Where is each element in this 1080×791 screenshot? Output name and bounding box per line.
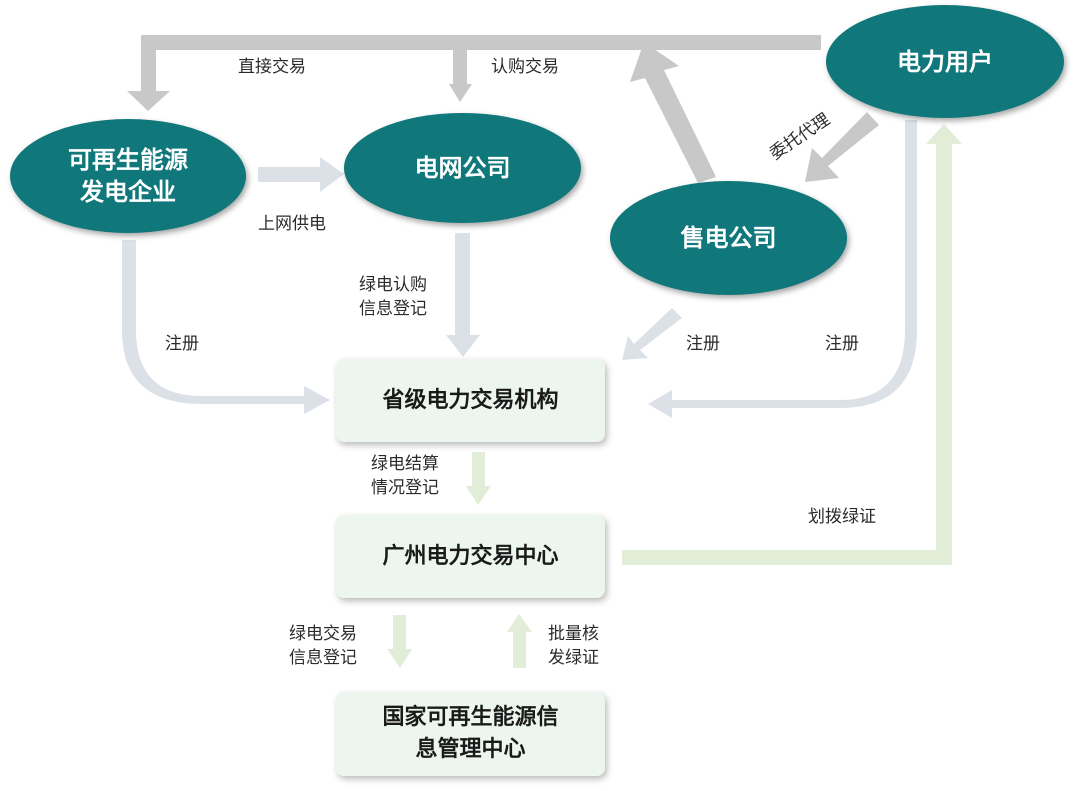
- label-entrust-agent: 委托代理: [766, 109, 834, 165]
- user-register-curve: [672, 120, 917, 408]
- allocate-cert-arrowhead: [926, 124, 962, 144]
- node-guangzhou-center[interactable]: 广州电力交易中心: [336, 515, 605, 598]
- node-renewable-generator[interactable]: 可再生能源 发电企业: [10, 119, 246, 233]
- register-arrows: [122, 120, 917, 418]
- label-trade-info-register: 绿电交易 信息登记: [289, 624, 357, 668]
- top-trade-bar: [141, 35, 821, 50]
- batch-cert-arrowhead: [507, 614, 532, 632]
- subscribe-trade-arrowhead: [449, 84, 472, 102]
- gen-register-arrowhead: [304, 386, 330, 414]
- label-direct-trade: 直接交易: [238, 57, 306, 77]
- node-power-user[interactable]: 电力用户: [826, 5, 1064, 118]
- subscribe-trade-shaft: [453, 42, 467, 86]
- grid-to-exchange-arrowhead: [446, 335, 480, 357]
- batch-cert-shaft: [513, 630, 526, 668]
- direct-trade-arrowhead: [127, 91, 170, 111]
- settlement-shaft: [472, 452, 485, 488]
- label-grid-supply: 上网供电: [258, 214, 326, 234]
- trade-arrows: [127, 35, 879, 183]
- grid-to-exchange-shaft: [455, 233, 470, 337]
- retail-to-trade-arrow: [630, 42, 716, 183]
- node-grid-company[interactable]: 电网公司: [344, 113, 581, 223]
- user-register-arrowhead: [648, 390, 672, 418]
- allocate-cert-bottom: [622, 550, 952, 565]
- label-register-retail: 注册: [686, 334, 720, 354]
- trade-info-arrowhead: [387, 649, 412, 668]
- retail-register-arrow: [622, 308, 682, 360]
- label-register-user: 注册: [825, 334, 859, 354]
- trade-info-shaft: [393, 615, 406, 651]
- node-provincial-exchange[interactable]: 省级电力交易机构: [336, 359, 605, 442]
- direct-trade-shaft: [141, 35, 156, 93]
- label-subscribe-trade: 认购交易: [491, 57, 559, 77]
- label-register-generator: 注册: [165, 334, 199, 354]
- green-arrows: [387, 124, 962, 668]
- label-settlement-register: 绿电结算 情况登记: [371, 454, 439, 498]
- label-allocate-cert: 划拨绿证: [808, 507, 876, 527]
- settlement-arrowhead: [466, 486, 491, 505]
- node-retail-company[interactable]: 售电公司: [610, 181, 847, 295]
- grid-supply-arrowhead: [320, 157, 344, 192]
- entrust-agent-arrow: [805, 112, 879, 182]
- grid-supply-shaft: [258, 167, 322, 182]
- label-batch-issue-cert: 批量核 发绿证: [548, 624, 599, 668]
- label-green-subscribe-register: 绿电认购 信息登记: [359, 275, 427, 319]
- allocate-cert-vertical: [936, 140, 952, 565]
- node-national-center[interactable]: 国家可再生能源信 息管理中心: [336, 692, 605, 776]
